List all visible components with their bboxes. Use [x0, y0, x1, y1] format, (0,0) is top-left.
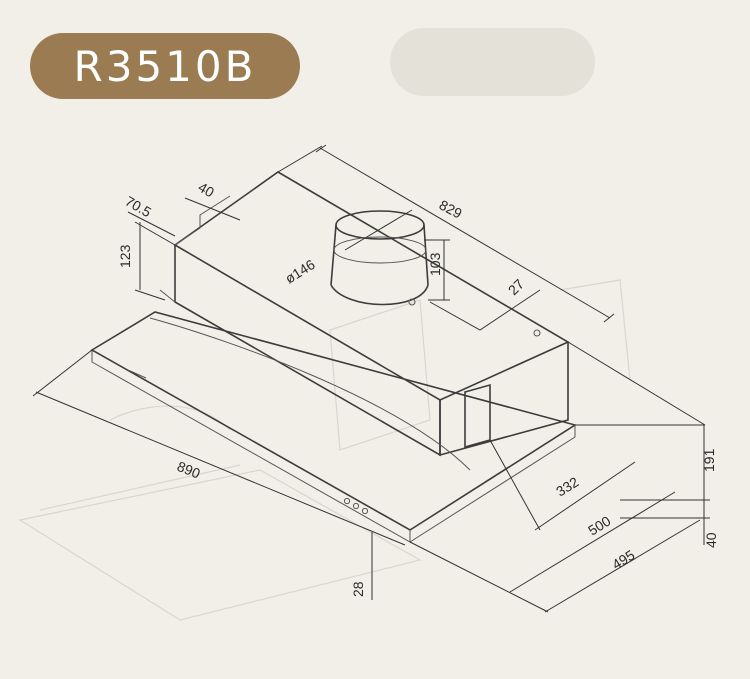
label-27: 27: [505, 276, 527, 298]
label-495: 495: [609, 546, 637, 572]
label-28: 28: [350, 581, 366, 597]
label-500: 500: [585, 512, 613, 538]
label-123: 123: [117, 244, 133, 268]
model-badge: R3510B: [30, 33, 300, 99]
hood-body: [90, 171, 577, 543]
duct-collar: [330, 210, 429, 306]
label-40-right: 40: [703, 532, 719, 548]
label-70-5: 70.5: [123, 193, 155, 221]
faded-logo-placeholder: [390, 28, 595, 96]
model-name: R3510B: [73, 41, 257, 91]
label-duct-diameter: ø146: [282, 256, 318, 287]
label-332: 332: [553, 473, 581, 499]
label-103: 103: [427, 252, 443, 276]
label-890: 890: [175, 458, 203, 482]
dimension-lines: [32, 144, 710, 613]
label-40-back: 40: [196, 179, 218, 201]
label-191: 191: [701, 448, 717, 472]
label-829: 829: [437, 197, 465, 222]
